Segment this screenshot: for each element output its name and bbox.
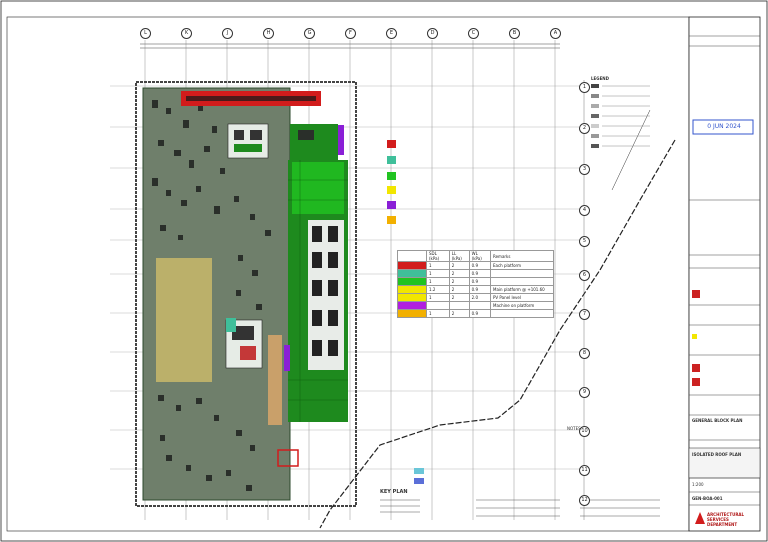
purple-machine-lower [284,345,290,371]
row-remark: Machine on platform [490,301,554,310]
row-color-swatch [397,285,427,294]
row-ll: 2 [448,269,470,278]
grid-bubble-right-4: 4 [579,205,590,216]
key-plan-label: KEY PLAN [380,489,408,495]
row-sdl: 1 [426,277,450,286]
row-wl: 2.0 [468,293,492,302]
row-wl: 0.9 [468,309,492,318]
table-row: Machine on platform [397,301,554,310]
grid-bubble-right-5: 5 [579,236,590,247]
row-ll: 2 [448,277,470,286]
load-table-header: SDL (kPa) LL (kPa) WL (kPa) Remarks [397,250,554,262]
project-title: GENERAL BLOCK PLAN [692,418,743,423]
header-color [397,250,427,262]
tan-zone-strip [268,335,282,425]
department-name: ARCHITECTURAL SERVICES DEPARTMENT [707,512,745,527]
row-wl: 0.9 [468,261,492,270]
row-wl [468,301,492,310]
grid-bubble-top-5: G [304,28,315,39]
header-wl: WL (kPa) [468,250,492,262]
row-color-swatch [397,269,427,278]
row-remark [490,309,554,318]
grid-bubble-top-6: F [345,28,356,39]
row-sdl: 1 [426,261,450,270]
row-ll: 2 [448,309,470,318]
bottom-legend [380,499,660,517]
asd-logo [695,512,705,524]
row-sdl [426,301,450,310]
scale-label: 1:200 [692,482,704,487]
table-row: 1 2 0.9 Each platform [397,261,554,270]
row-wl: 0.9 [468,269,492,278]
table-row: 1 2 0.9 [397,269,554,278]
grid-bubble-right-9: 9 [579,387,590,398]
grid-bubble-top-9: C [468,28,479,39]
row-remark [490,277,554,286]
grid-bubble-right-2: 2 [579,123,590,134]
row-wl: 0.9 [468,285,492,294]
header-remarks: Remarks [490,250,554,262]
row-sdl: 1.2 [426,285,450,294]
table-row: 1 2 2.0 PV Panel level [397,293,554,302]
site-boundary [135,81,357,507]
grid-bubble-top-10: B [509,28,520,39]
legend-title: LEGEND [591,76,609,81]
grid-bubble-right-8: 8 [579,348,590,359]
grid-bubble-top-1: L [140,28,151,39]
grid-bubble-right-3: 3 [579,164,590,175]
load-table: SDL (kPa) LL (kPa) WL (kPa) Remarks 1 2 … [397,250,554,318]
row-ll: 2 [448,293,470,302]
notes-label: NOTES: [567,426,582,431]
grid-bubble-right-6: 6 [579,270,590,281]
grid-bubble-right-10: 10 [579,426,590,437]
grid-bubble-top-7: E [386,28,397,39]
legend-symbols [591,84,599,148]
row-sdl: 1 [426,309,450,318]
row-ll: 2 [448,261,470,270]
date-stamp: 0 JUN 2024 [707,123,741,130]
row-remark: Each platform [490,261,554,270]
row-remark: Main platform @ +101.60 [490,285,554,294]
grid-bubble-top-2: K [181,28,192,39]
header-ll: LL (kPa) [448,250,470,262]
swatch-column [387,140,396,224]
purple-machine-upper [338,125,344,155]
row-color-swatch [397,277,427,286]
row-remark [490,269,554,278]
row-remark: PV Panel level [490,293,554,302]
row-color-swatch [397,301,427,310]
row-ll: 2 [448,285,470,294]
row-color-swatch [397,309,427,318]
grid-bubble-right-12: 12 [579,495,590,506]
green-zone-upper-right [290,124,338,160]
red-platform-bottom [277,449,299,467]
drawing-number: GEN-BOA-001 [692,496,723,501]
row-sdl: 1 [426,293,450,302]
header-sdl: SDL (kPa) [426,250,450,262]
date-stamp-box [692,119,754,135]
title-block-frame [688,16,761,532]
grid-bubble-top-8: D [427,28,438,39]
row-color-swatch [397,261,427,270]
table-row: 1 2 0.9 [397,309,554,318]
equipment-zone-upper [227,123,269,159]
row-ll [448,301,470,310]
grid-bubble-top-11: A [550,28,561,39]
equipment-blocks [152,100,271,491]
drawing-title: ISOLATED ROOF PLAN [692,452,742,457]
grid-bubble-top-3: J [222,28,233,39]
site-boundary-diagonal [319,139,676,529]
table-row: 1 2 0.9 [397,277,554,286]
row-color-swatch [397,293,427,302]
grid-bubble-right-11: 11 [579,465,590,476]
grid-bubble-right-7: 7 [579,309,590,320]
tan-zone-left [156,258,212,382]
row-sdl: 1 [426,269,450,278]
grid-bubble-right-1: 1 [579,82,590,93]
grid-bubble-top-4: H [263,28,274,39]
row-wl: 0.9 [468,277,492,286]
table-row: 1.2 2 0.9 Main platform @ +101.60 [397,285,554,294]
